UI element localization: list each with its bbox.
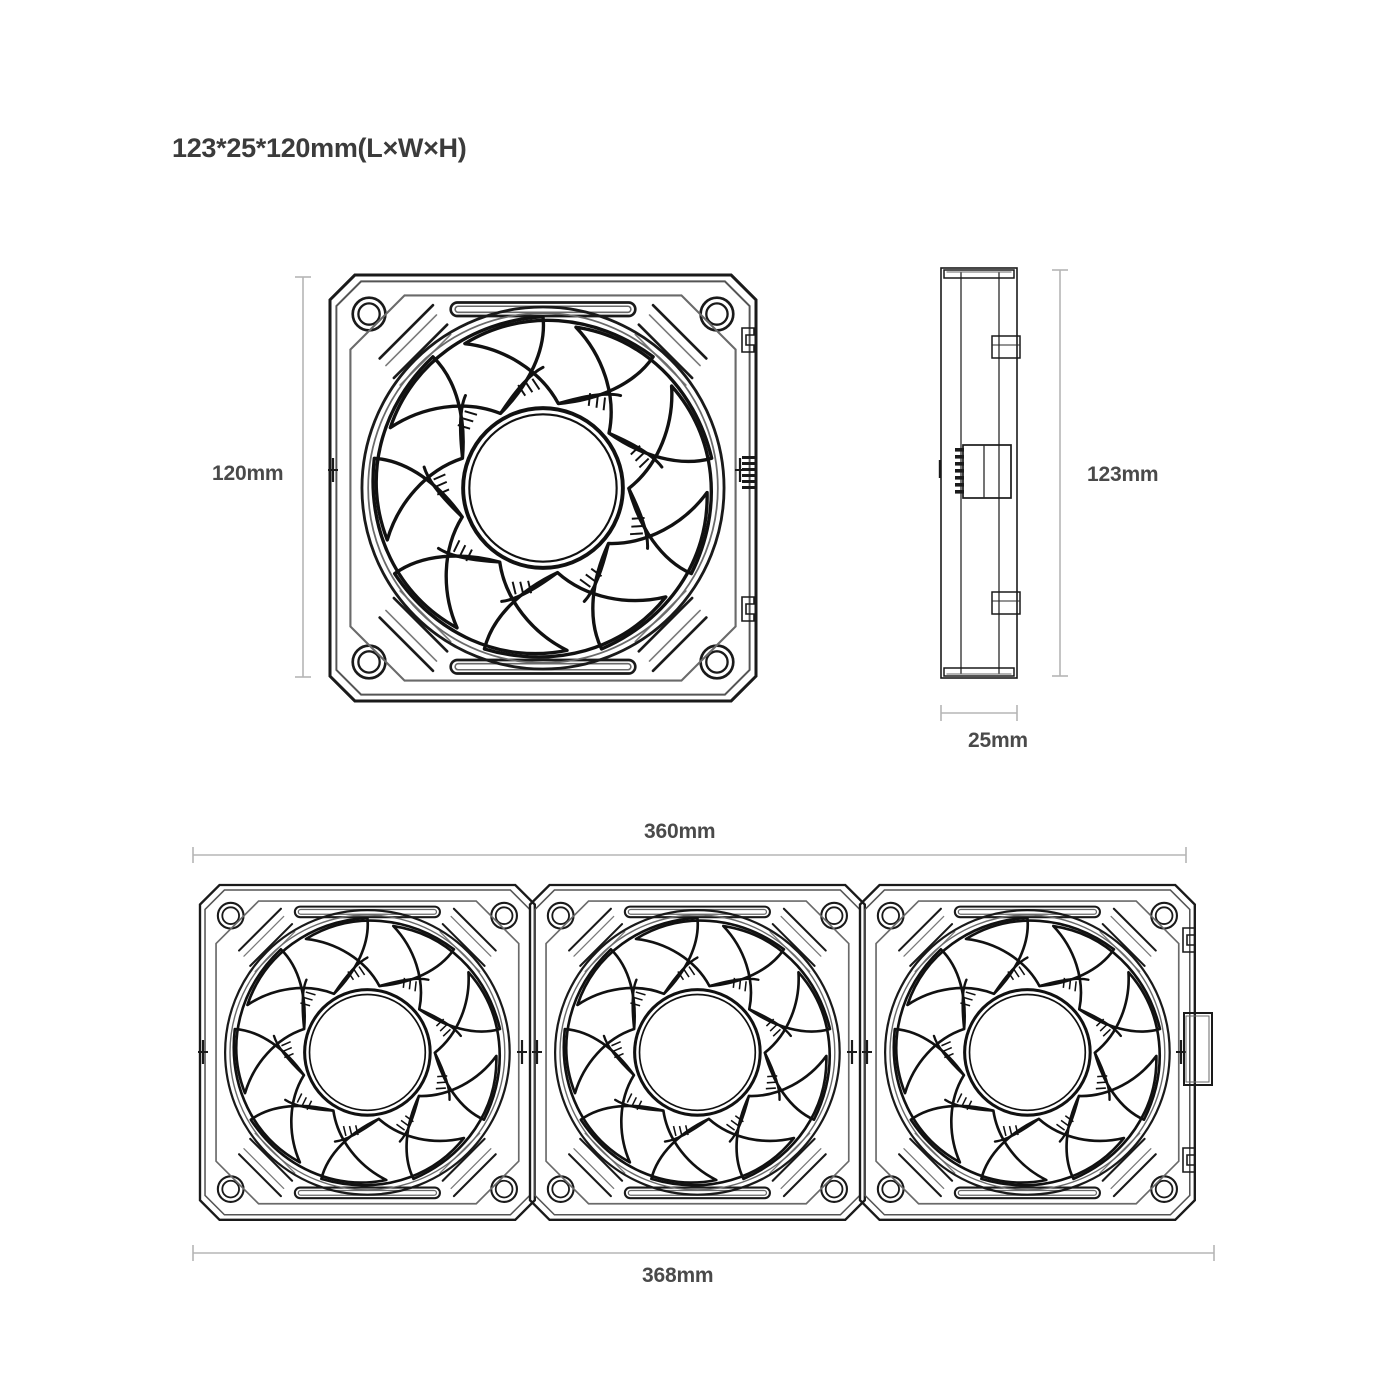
latch-tab-top	[741, 327, 755, 353]
dimension-line-triple-overall	[192, 847, 1187, 863]
fan-unit-3	[847, 870, 1206, 1226]
dimension-line-front-height	[295, 276, 311, 678]
assembly-edge-mark-mid4	[860, 1038, 874, 1066]
assembly-edge-mark-mid2	[530, 1038, 544, 1066]
dimension-line-side-height	[1052, 269, 1068, 677]
dimension-label-triple-frame: 368mm	[642, 1264, 714, 1287]
fan-unit-2	[517, 870, 876, 1226]
assembly-latch-tab-top	[1182, 927, 1196, 953]
page-title: 123*25*120mm(L×W×H)	[172, 133, 467, 163]
dimension-label-side-height: 123mm	[1087, 463, 1159, 486]
pin-header-icon	[742, 456, 757, 489]
dimension-line-side-width	[940, 705, 1018, 721]
dimension-line-triple-frame	[192, 1245, 1215, 1261]
dimension-label-triple-overall: 360mm	[644, 820, 716, 843]
side-view	[938, 267, 1068, 721]
assembly-latch-tab-bottom	[1182, 1147, 1196, 1173]
assembly-connector-block	[1183, 1012, 1213, 1086]
latch-tab-bottom	[741, 596, 755, 622]
front-view	[295, 256, 770, 708]
fan-unit-1	[187, 870, 546, 1226]
dimension-label-front-height: 120mm	[212, 462, 284, 485]
dimension-label-side-width: 25mm	[968, 729, 1028, 752]
triple-fan-assembly-view	[187, 847, 1215, 1261]
